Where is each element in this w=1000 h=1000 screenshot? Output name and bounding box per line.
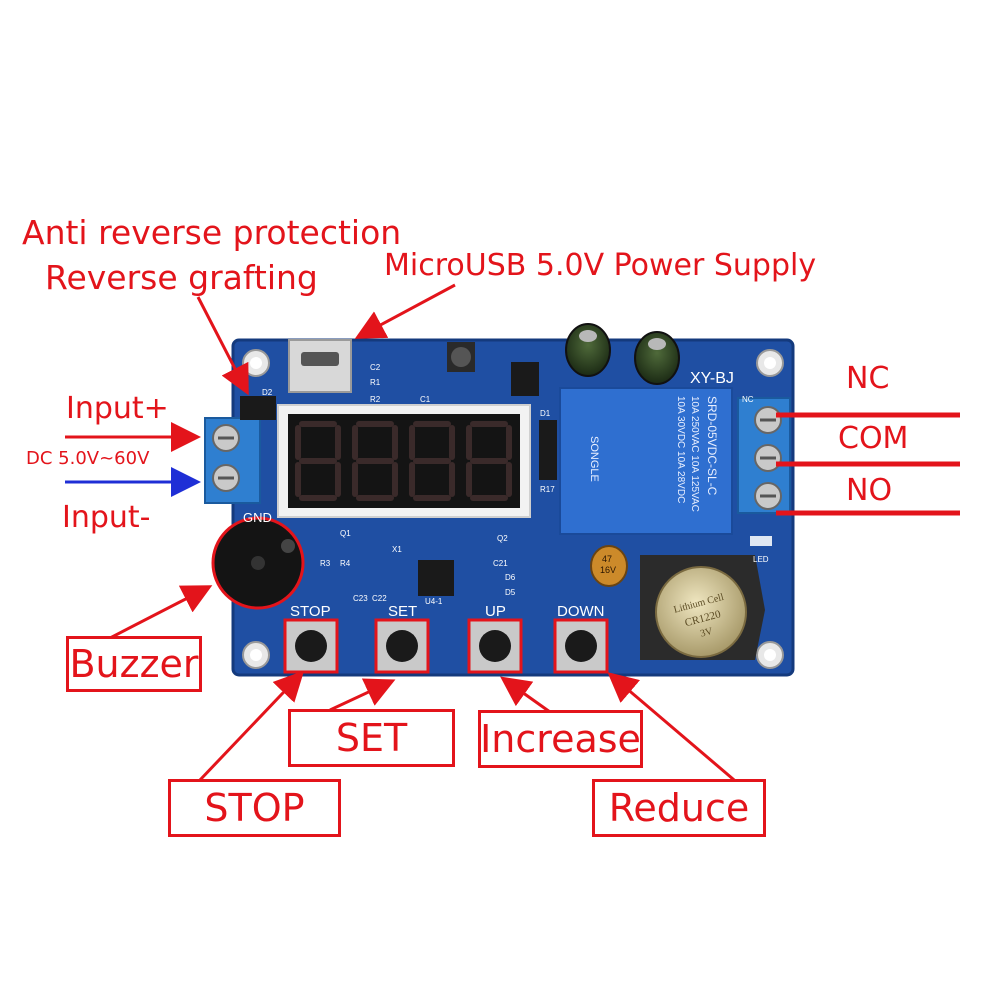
input-terminal-block [204,417,261,504]
display-digit [352,421,398,501]
relay [559,387,733,535]
silk-c2: C2 [370,363,381,372]
down-button[interactable] [553,618,609,674]
button-label-up: UP [485,603,506,620]
status-led [750,536,772,546]
ic-chip [418,560,454,596]
electrolytic-capacitor [565,323,611,377]
silk-c1: C1 [420,395,431,404]
battery-holder [640,555,765,660]
arrow-anti-reverse [196,296,249,396]
relay-terminal-block [737,397,791,514]
input-minus-label: Input- [62,500,151,535]
microusb-port [288,339,352,393]
diode-d1 [539,420,557,480]
relay-output-wires [776,412,960,516]
small-capacitor [590,545,628,587]
relay-brand: SONGLE [588,436,600,482]
coin-cell-battery [655,566,747,658]
reverse-grafting-label: Reverse grafting [45,258,318,297]
silk-d2: D2 [262,388,273,397]
relay-rating-2: 10A 30VDC 10A 28VDC [675,396,686,503]
set-callout: SET [288,709,455,767]
stop-callout: STOP [168,779,341,837]
com-label: COM [838,421,909,456]
display-digit [466,421,512,501]
silk-c21: C21 [493,559,508,568]
anti-reverse-label: Anti reverse protection [22,213,402,252]
ic-chip [511,362,539,396]
silk-r2: R2 [370,395,381,404]
display-digit [409,421,455,501]
button-label-down: DOWN [557,603,605,620]
arrow-stop [198,670,305,782]
silk-r17: R17 [540,485,555,494]
buzzer [211,516,305,610]
silk-c22: C22 [372,594,387,603]
relay-rating-1: 10A 250VAC 10A 125VAC [689,396,700,512]
dc-range-label: DC 5.0V~60V [26,448,150,469]
microusb-label: MicroUSB 5.0V Power Supply [384,248,817,283]
relay-model: SRD-05VDC-SL-C [705,396,719,496]
cap-value: 47 [602,554,612,564]
button-label-stop: STOP [290,603,331,620]
silk-led: LED [753,555,769,564]
inductor [447,342,475,372]
button-label-set: SET [388,603,417,620]
battery-voltage: 3V [699,626,714,640]
gnd-label: GND [243,510,272,525]
silk-r1: R1 [370,378,381,387]
silk-d6: D6 [505,573,516,582]
set-button[interactable] [374,618,430,674]
display-digit [295,421,341,501]
silk-d5: D5 [505,588,516,597]
reduce-callout: Reduce [592,779,766,837]
silk-r3: R3 [320,559,331,568]
no-label: NO [846,473,893,508]
silk-r4: R4 [340,559,351,568]
silk-x1: X1 [392,545,402,554]
silk-c23: C23 [353,594,368,603]
board-model: XY-BJ [690,370,734,387]
input-plus-label: Input+ [66,391,169,426]
arrow-microusb [354,283,456,339]
arrow-reduce [607,672,741,787]
silk-u4-1: U4-1 [425,597,443,606]
arrow-set [329,678,396,712]
increase-callout: Increase [478,710,643,768]
silk-d1: D1 [540,409,551,418]
buzzer-callout: Buzzer [66,636,202,692]
electrolytic-capacitor [634,331,680,385]
nc-label: NC [846,361,890,396]
cap-voltage: 16V [600,565,616,575]
seven-segment-display [277,404,531,518]
silk-q1: Q1 [340,529,351,538]
arrow-increase [500,676,551,714]
stop-button[interactable] [283,618,339,674]
silk-q2: Q2 [497,534,508,543]
arrow-buzzer [109,585,213,640]
silk-nc: NC [742,395,754,404]
up-button[interactable] [467,618,523,674]
reverse-protection-diode [240,396,276,420]
